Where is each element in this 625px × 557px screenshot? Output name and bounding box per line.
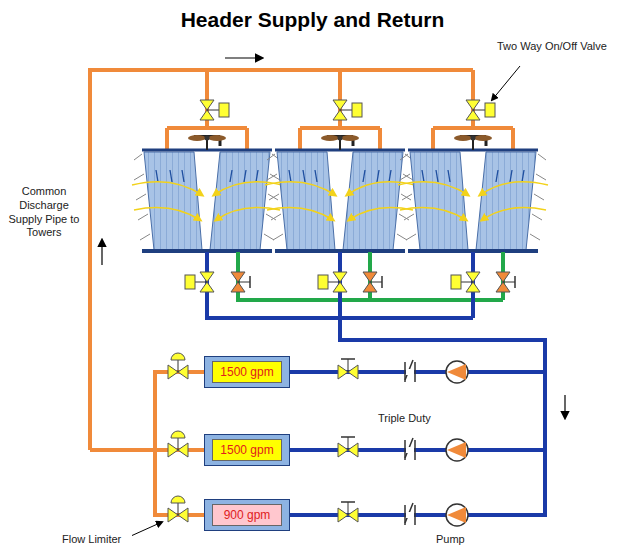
pipe-label: Common Discharge Supply Pipe to Towers [4, 185, 84, 240]
pump-callout: Pump [436, 533, 486, 547]
flow-rate: 1500 gpm [212, 439, 282, 461]
flow-box: 1500 gpm [204, 434, 290, 466]
flow-box: 1500 gpm [204, 356, 290, 388]
diagram-title: Header Supply and Return [0, 8, 625, 32]
flow-rate: 900 gpm [212, 504, 282, 526]
valve-callout: Two Way On/Off Valve [497, 40, 619, 54]
valve-callout: Triple Duty [378, 412, 458, 426]
flow-box: 900 gpm [204, 499, 290, 531]
flow-rate: 1500 gpm [212, 361, 282, 383]
limiter-callout: Flow Limiter [62, 533, 132, 547]
